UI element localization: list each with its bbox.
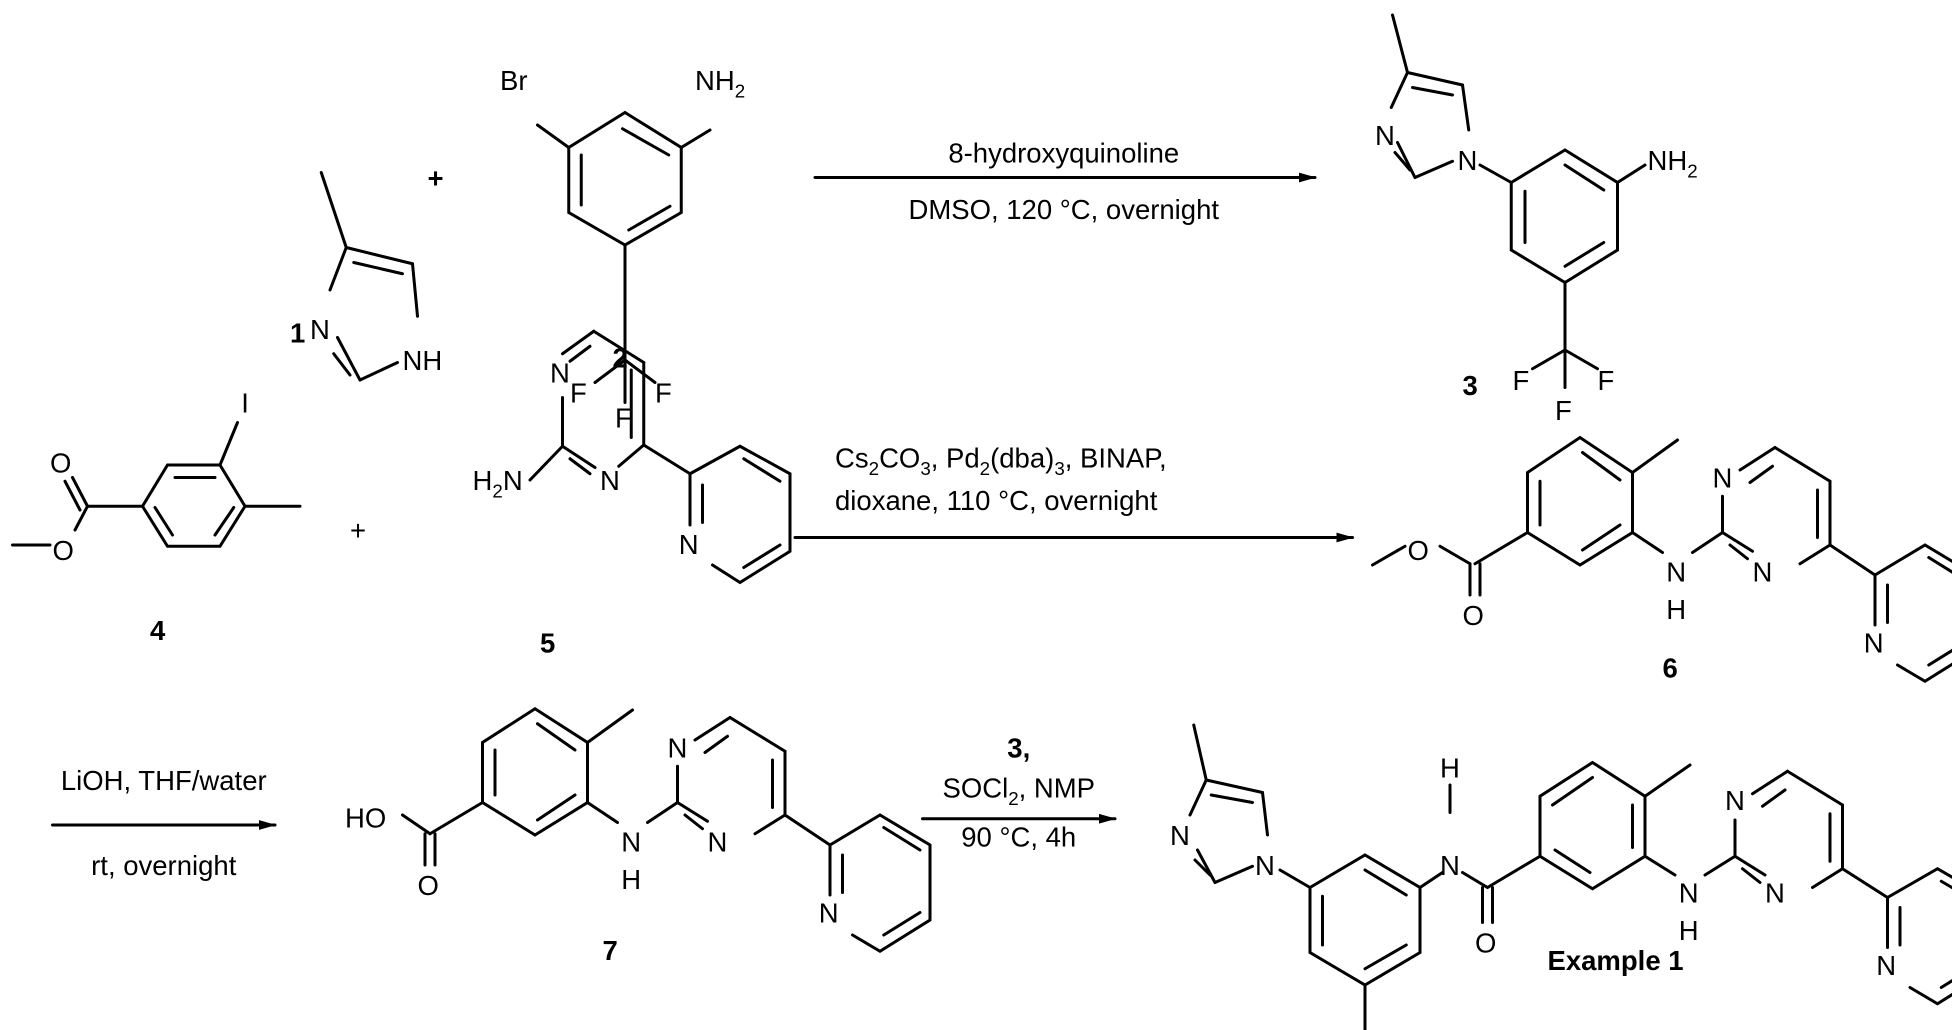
atom-n3: N bbox=[1170, 820, 1190, 851]
compound-example-1: N N H N O N H N N N F F F Example 1 bbox=[1170, 723, 1952, 1030]
atom-f-bottom: F bbox=[1555, 395, 1572, 426]
arrow-1-reagent: 8-hydroxyquinoline bbox=[948, 138, 1179, 169]
atom-n-pym-bottom: N bbox=[600, 465, 620, 496]
compound-2: Br NH2 F F F 2 bbox=[500, 65, 745, 434]
arrow-2-conditions: dioxane, 110 °C, overnight bbox=[835, 485, 1158, 516]
atom-n-pyridine: N bbox=[679, 529, 699, 560]
atom-ho: HO bbox=[345, 803, 386, 834]
arrow-3-conditions: rt, overnight bbox=[91, 850, 237, 881]
compound-label-7: 7 bbox=[603, 935, 618, 966]
arrow-3-reagents: LiOH, THF/water bbox=[61, 765, 267, 796]
compound-label-6: 6 bbox=[1663, 653, 1678, 684]
atom-n-pym-bottom: N bbox=[708, 826, 728, 857]
atom-o-ester: O bbox=[53, 535, 74, 566]
atom-f-left: F bbox=[570, 378, 587, 409]
arrow-4-reagents: SOCl2, NMP bbox=[942, 773, 1095, 810]
compound-label-example-1: Example 1 bbox=[1548, 945, 1684, 976]
arrow-4-conditions: 90 °C, 4h bbox=[961, 821, 1076, 852]
compound-7: HO O N H N N N 7 bbox=[345, 706, 932, 966]
atom-i: I bbox=[241, 388, 249, 419]
atom-nh: N bbox=[1666, 556, 1686, 587]
atom-h: H bbox=[1666, 594, 1686, 625]
atom-o-carbonyl: O bbox=[50, 448, 71, 479]
arrow-2-reagents: Cs2CO3, Pd2(dba)3, BINAP, bbox=[835, 443, 1167, 479]
atom-n-pym-top: N bbox=[668, 733, 688, 764]
arrow-1-conditions: DMSO, 120 °C, overnight bbox=[908, 194, 1219, 225]
plus-sign: + bbox=[350, 515, 366, 546]
atom-nh: N bbox=[1679, 878, 1699, 909]
compound-3: N N NH2 F F F 3 bbox=[1375, 13, 1698, 426]
atom-nh: NH bbox=[403, 345, 443, 376]
atom-n-pyridine: N bbox=[819, 898, 839, 929]
compound-label-3: 3 bbox=[1463, 370, 1478, 401]
atom-nh2: NH2 bbox=[695, 65, 745, 102]
atom-n-pym-bottom: N bbox=[1765, 878, 1785, 909]
atom-n-pym-top: N bbox=[1713, 463, 1733, 494]
atom-br: Br bbox=[500, 65, 528, 96]
atom-h: H bbox=[621, 864, 641, 895]
atom-n3: N bbox=[1375, 120, 1395, 151]
compound-4: I O O 4 bbox=[11, 388, 302, 646]
atom-n-pym-bottom: N bbox=[1753, 556, 1773, 587]
reaction-arrow-1: 8-hydroxyquinoline DMSO, 120 °C, overnig… bbox=[813, 138, 1317, 225]
compound-5: N H2N N N 5 bbox=[473, 329, 792, 659]
reaction-arrow-3: LiOH, THF/water rt, overnight bbox=[51, 765, 277, 881]
compound-label-1: 1 bbox=[290, 318, 305, 349]
atom-o-ester: O bbox=[1408, 535, 1429, 566]
atom-nh2: NH2 bbox=[1648, 145, 1698, 182]
plus-sign: + bbox=[428, 163, 444, 194]
compound-1: N NH 1 bbox=[290, 171, 443, 382]
reaction-arrow-4: 3, SOCl2, NMP 90 °C, 4h bbox=[921, 733, 1117, 852]
atom-o-carbonyl: O bbox=[1475, 928, 1496, 959]
reaction-arrow-2: Cs2CO3, Pd2(dba)3, BINAP, dioxane, 110 °… bbox=[793, 443, 1355, 543]
compound-label-5: 5 bbox=[540, 628, 555, 659]
atom-f-right: F bbox=[1598, 365, 1615, 396]
atom-n1: N bbox=[1458, 145, 1478, 176]
atom-n-pym-top: N bbox=[1725, 785, 1745, 816]
atom-n-pyridine: N bbox=[1876, 950, 1896, 981]
atom-f-bottom: F bbox=[615, 403, 632, 434]
atom-f-left: F bbox=[1513, 365, 1530, 396]
atom-o-carbonyl: O bbox=[1463, 600, 1484, 631]
atom-amide-n: N bbox=[1440, 850, 1460, 881]
atom-n1: N bbox=[1255, 850, 1275, 881]
atom-n-pym-top: N bbox=[550, 358, 570, 389]
compound-6: O O N H N N N 6 bbox=[1371, 435, 1952, 684]
atom-f-right: F bbox=[655, 378, 672, 409]
compound-label-4: 4 bbox=[150, 615, 166, 646]
atom-nh: N bbox=[621, 826, 641, 857]
atom-amide-h: H bbox=[1440, 753, 1460, 784]
atom-h: H bbox=[1679, 915, 1699, 946]
atom-n-pyridine: N bbox=[1864, 628, 1884, 659]
arrow-4-reactant-ref: 3, bbox=[1007, 733, 1030, 764]
atom-amino: H2N bbox=[473, 465, 523, 501]
atom-o-carbonyl: O bbox=[418, 870, 439, 901]
atom-n3: N bbox=[310, 314, 330, 345]
